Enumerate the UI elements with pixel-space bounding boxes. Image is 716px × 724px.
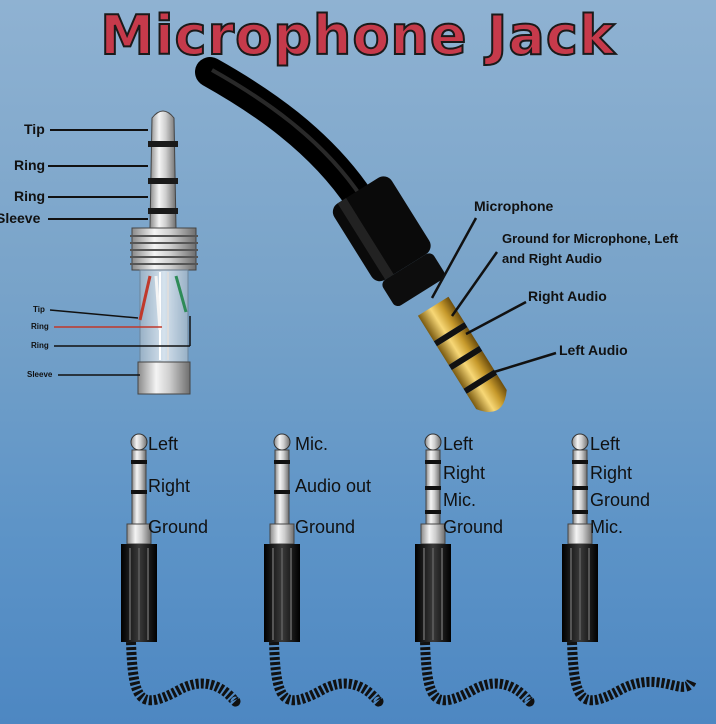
label-left-audio: Left Audio xyxy=(559,342,628,358)
plug1-label-1: Left xyxy=(148,434,179,454)
label-microphone: Microphone xyxy=(474,198,554,214)
plug2-label-1: Mic. xyxy=(295,434,328,454)
plug-2 xyxy=(264,433,384,707)
plug-4 xyxy=(562,433,697,706)
plug4-label-1: Left xyxy=(590,434,621,454)
label-ground-line2: and Right Audio xyxy=(502,251,602,266)
plug3-label-1: Left xyxy=(443,434,474,454)
label-ground-line1: Ground for Microphone, Left xyxy=(502,231,679,246)
wire-label-sleeve: Sleeve xyxy=(27,370,53,379)
plug-3 xyxy=(415,433,535,707)
plug4-label-3: Ground xyxy=(590,490,651,510)
wire-label-ring-2: Ring xyxy=(31,341,49,350)
plug3-label-2: Right xyxy=(443,463,486,483)
wire-label-ring-1: Ring xyxy=(31,322,49,331)
label-ring-1: Ring xyxy=(14,157,46,173)
plug3-label-4: Ground xyxy=(443,517,504,537)
plug4-label-4: Mic. xyxy=(590,517,623,537)
label-sleeve: Sleeve xyxy=(0,210,41,226)
plug2-label-3: Ground xyxy=(295,517,356,537)
plug4-label-2: Right xyxy=(590,463,633,483)
label-right-audio: Right Audio xyxy=(528,288,607,304)
plug3-label-3: Mic. xyxy=(443,490,476,510)
plug2-label-2: Audio out xyxy=(295,476,372,496)
bottom-plugs xyxy=(121,433,697,707)
plug1-label-3: Ground xyxy=(148,517,209,537)
wire-label-tip: Tip xyxy=(33,305,45,314)
main-plug xyxy=(195,57,557,412)
plug1-label-2: Right xyxy=(148,476,191,496)
top-left-plug xyxy=(48,110,198,395)
page-title: Microphone Jack xyxy=(99,3,616,68)
label-ring-2: Ring xyxy=(14,188,46,204)
plug-1 xyxy=(121,433,241,707)
label-tip: Tip xyxy=(24,121,45,137)
